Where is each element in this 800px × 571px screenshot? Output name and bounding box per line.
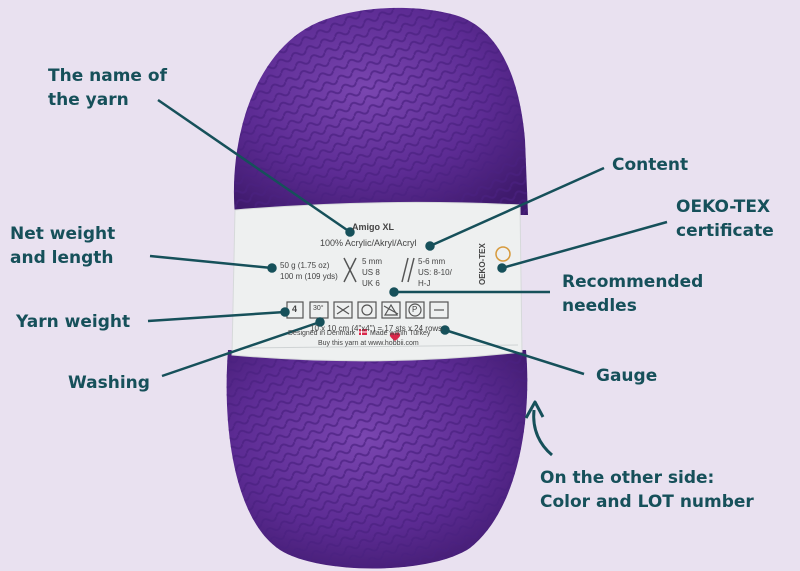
label-oeko-tex: OEKO-TEX certificate: [676, 197, 774, 241]
band-buy: Buy this yarn at www.hobbii.com: [318, 340, 419, 347]
band-oeko-tex: OEKO-TEX: [478, 243, 487, 285]
label-needles: Recommended needles: [562, 272, 704, 316]
pointer-lines: [147, 98, 668, 378]
band-weight: 50 g (1.75 oz) 100 m (109 yds): [280, 261, 338, 281]
band-made-in: in Turkey: [402, 330, 431, 337]
band-designed: Designed in Denmark: [288, 330, 356, 337]
band-wash-temp: 30°: [313, 305, 324, 312]
label-other-side: On the other side: Color and LOT number: [540, 468, 754, 512]
label-gauge: Gauge: [596, 366, 658, 386]
label-washing: Washing: [68, 373, 150, 393]
curved-arrow-icon: [524, 400, 553, 457]
label-yarn-weight: Yarn weight: [16, 312, 131, 332]
label-yarn-name: The name of the yarn: [48, 66, 167, 110]
yarn-ball-bottom: [226, 350, 528, 569]
band-content: 100% Acrylic/Akryl/Acryl: [320, 238, 417, 248]
band-p-symbol: P: [412, 305, 418, 314]
band-made-with: Made with: [370, 330, 402, 337]
yarn-ball-top: [233, 7, 528, 215]
label-content: Content: [612, 155, 689, 175]
band-product-name: Amigo XL: [352, 222, 394, 232]
yarn-label-band: [231, 201, 523, 362]
band-needle-size-2: 5-6 mm US: 8-10/ H-J: [418, 257, 452, 288]
band-gauge: 10 x 10 cm (4"x4") = 17 sts x 24 rows: [310, 324, 443, 333]
band-weight-number: 4: [292, 304, 298, 314]
band-needle-size-1: 5 mm US 8 UK 6: [362, 257, 382, 288]
label-net-weight: Net weight and length: [10, 224, 116, 268]
